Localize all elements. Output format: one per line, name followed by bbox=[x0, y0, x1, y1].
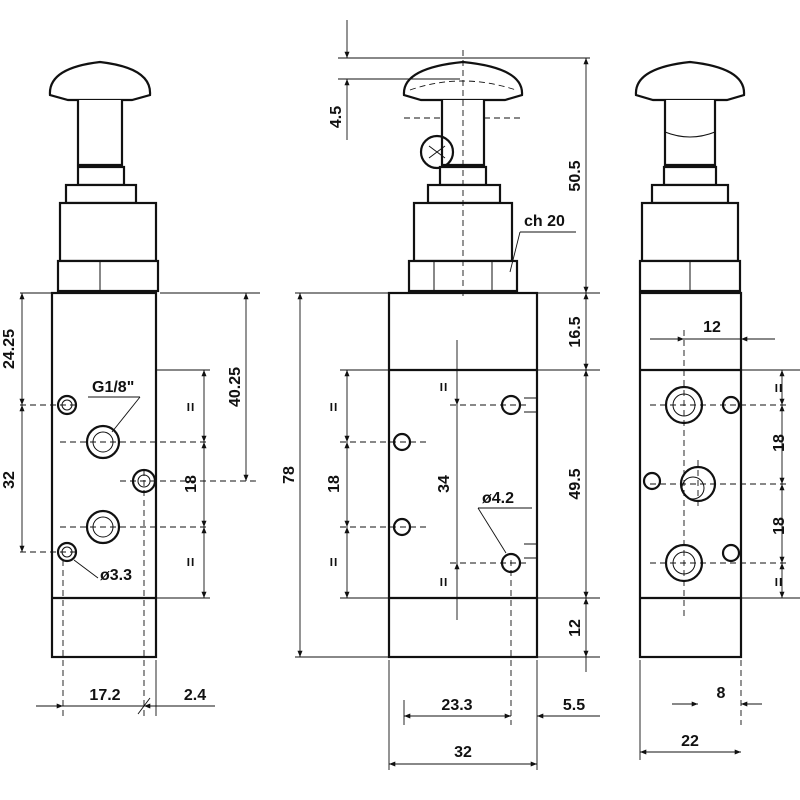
eq-bottom-left: = bbox=[183, 557, 200, 566]
center-view: 4.5 50.5 ch 20 16.5 78 = 18 = = 34 = ø4.… bbox=[281, 20, 600, 770]
dim-24-25: 24.25 bbox=[1, 329, 18, 369]
eq-top-left: = bbox=[183, 402, 200, 411]
dim-17-2: 17.2 bbox=[89, 687, 120, 704]
dim-49-5: 49.5 bbox=[567, 468, 584, 499]
eq-bottom-right: = bbox=[771, 577, 788, 586]
valve-body-center bbox=[387, 291, 539, 659]
hex-nut bbox=[56, 259, 160, 293]
eq-top-right: = bbox=[771, 383, 788, 392]
valve-body-right bbox=[638, 291, 743, 659]
dim-22: 22 bbox=[681, 733, 699, 750]
dim-32-left: 32 bbox=[1, 471, 18, 489]
eq-top-center: = bbox=[326, 402, 343, 411]
dim-34: 34 bbox=[436, 475, 453, 493]
right-view: 12 = 18 18 = 8 22 bbox=[634, 60, 800, 760]
hole-4-2: ø4.2 bbox=[482, 490, 514, 507]
knob-head-right bbox=[634, 60, 746, 102]
dim-18-center: 18 bbox=[326, 475, 343, 493]
dim-40-25: 40.25 bbox=[227, 367, 244, 407]
dim-78: 78 bbox=[281, 466, 298, 484]
eq-mid-bottom-center: = bbox=[436, 577, 453, 586]
eq-mid-center: = bbox=[436, 382, 453, 391]
valve-body-left bbox=[50, 291, 158, 659]
dim-12-center: 12 bbox=[567, 619, 584, 637]
eq-bottom-center: = bbox=[326, 557, 343, 566]
dim-32-center: 32 bbox=[454, 744, 472, 761]
left-view: 24.25 32 G1/8" = 18 = 40.25 ø3.3 17.2 2.… bbox=[1, 60, 260, 716]
thread-label: G1/8" bbox=[92, 379, 134, 396]
dim-12-right: 12 bbox=[703, 319, 721, 336]
dim-23-3: 23.3 bbox=[441, 697, 472, 714]
dim-18-right-bottom: 18 bbox=[771, 517, 788, 535]
dim-4-5: 4.5 bbox=[328, 106, 345, 128]
dim-2-4: 2.4 bbox=[184, 687, 206, 704]
dim-5-5: 5.5 bbox=[563, 697, 585, 714]
screw bbox=[419, 134, 455, 170]
hole-3-3: ø3.3 bbox=[100, 567, 132, 584]
knob-head bbox=[48, 60, 152, 102]
hex-label: ch 20 bbox=[524, 213, 565, 230]
dim-18-right-top: 18 bbox=[771, 434, 788, 452]
dim-50-5: 50.5 bbox=[567, 160, 584, 191]
dim-18-left: 18 bbox=[183, 475, 200, 493]
dim-8: 8 bbox=[717, 685, 726, 702]
dim-16-5: 16.5 bbox=[567, 316, 584, 347]
